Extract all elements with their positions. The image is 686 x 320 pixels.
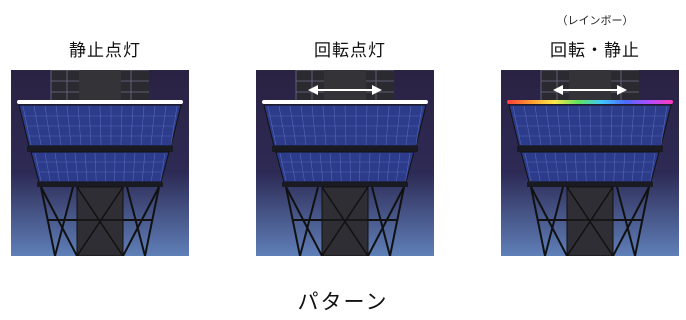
- deck-base: [527, 182, 653, 187]
- white-ring-light: [262, 100, 428, 104]
- footer-title: パターン: [297, 290, 389, 314]
- rotation-arrow: [308, 85, 382, 95]
- rainbow-ring-light: [507, 100, 673, 104]
- observation-deck-lower: [520, 151, 660, 183]
- lattice-legs: [40, 186, 160, 256]
- central-shaft: [324, 70, 366, 102]
- observation-deck-lower: [275, 151, 415, 183]
- shaft-bracing: [566, 186, 614, 256]
- panel-1-label: 静止点灯: [69, 41, 141, 61]
- lattice-legs: [285, 186, 405, 256]
- deck-band: [517, 146, 663, 152]
- panel-2-label: 回転点灯: [314, 41, 386, 61]
- tower-illustration: [501, 70, 679, 256]
- tower-illustration: [11, 70, 189, 256]
- white-ring-light: [17, 100, 183, 104]
- panel-rotating-static-rainbow: [501, 70, 679, 256]
- deck-band: [272, 146, 418, 152]
- central-shaft: [569, 70, 611, 102]
- panel-3-sublabel: （レインボー）: [556, 14, 634, 27]
- shaft-bracing: [76, 186, 124, 256]
- rotation-arrow: [553, 85, 627, 95]
- panel-3-label: 回転・静止: [550, 41, 640, 61]
- deck-base: [37, 182, 163, 187]
- panel-static-lighting: [11, 70, 189, 256]
- observation-deck-lower: [30, 151, 170, 183]
- panel-rotating-lighting: [256, 70, 434, 256]
- shaft-bracing: [321, 186, 369, 256]
- tower-illustration: [256, 70, 434, 256]
- deck-band: [27, 146, 173, 152]
- central-shaft: [79, 70, 121, 102]
- deck-base: [282, 182, 408, 187]
